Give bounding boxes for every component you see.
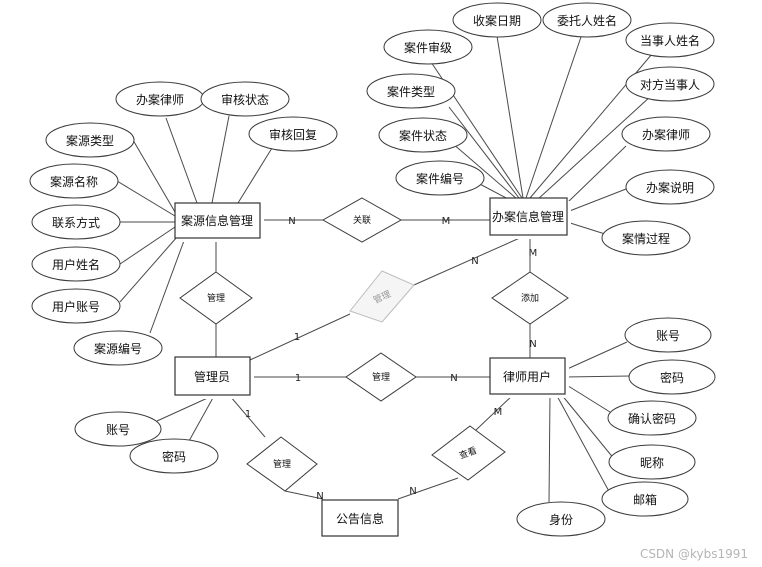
svg-text:办案律师: 办案律师 [642,127,690,142]
entity-notice: 公告信息 [321,499,402,540]
svg-text:联系方式: 联系方式 [52,215,100,230]
svg-text:用户账号: 用户账号 [52,299,100,314]
card-admin-lawyer: 1 [295,373,301,384]
attr-lawyer-nickname: 昵称 [608,444,696,480]
card-case-add: M [529,248,538,259]
svg-text:案源类型: 案源类型 [66,133,114,148]
svg-text:确认密码: 确认密码 [628,411,676,426]
card-lawyer-add: N [529,339,536,350]
svg-text:案件状态: 案件状态 [399,128,447,143]
svg-text:密码: 密码 [660,370,684,385]
svg-text:办案信息管理: 办案信息管理 [492,209,564,224]
svg-text:办案说明: 办案说明 [646,180,694,195]
relationship-manage-case: 管理 [349,270,415,323]
svg-text:办案律师: 办案律师 [136,92,184,107]
attr-admin-account: 账号 [74,411,162,447]
card-source-related: N [288,216,295,227]
attr-lawyer-identity: 身份 [516,501,606,537]
card-admin-notice: 1 [245,409,251,420]
card-lawyer-view: M [494,407,503,418]
attr-case-status: 案件状态 [378,117,468,153]
attr-user-account: 用户账号 [31,288,121,324]
card-notice-admin: N [316,491,323,502]
svg-text:案件审级: 案件审级 [404,40,452,55]
attr-client-name: 委托人姓名 [542,2,632,38]
svg-text:案源编号: 案源编号 [94,341,142,356]
watermark: CSDN @kybs1991 [639,547,748,561]
attr-receive-date: 收案日期 [452,2,542,38]
relationship-view: 查看 [431,425,506,481]
svg-text:审核状态: 审核状态 [221,92,269,107]
svg-text:管理: 管理 [207,292,225,304]
card-case-related: M [442,216,451,227]
svg-text:案源名称: 案源名称 [50,174,98,189]
entity-case-management: 办案信息管理 [489,197,571,239]
attr-case-type: 案件类型 [366,73,456,109]
svg-text:昵称: 昵称 [640,456,664,470]
attr-audit-reply: 审核回复 [248,116,338,152]
card-lawyer-admin: N [450,373,457,384]
attr-case-lawyer: 办案律师 [621,116,711,152]
svg-text:密码: 密码 [162,449,186,464]
attr-case-process: 案情过程 [601,220,691,256]
svg-text:当事人姓名: 当事人姓名 [640,33,700,48]
svg-text:案件类型: 案件类型 [387,84,435,99]
card-case-admin: N [471,256,478,267]
attr-user-name: 用户姓名 [31,246,121,282]
attr-lawyer-account: 账号 [624,317,712,353]
card-admin-case: 1 [294,332,300,343]
attr-case-description: 办案说明 [625,169,715,205]
attr-source-type: 案源类型 [45,122,135,158]
attr-source-name: 案源名称 [29,163,119,199]
svg-text:管理: 管理 [372,371,390,383]
svg-text:案源信息管理: 案源信息管理 [181,213,253,228]
svg-text:律师用户: 律师用户 [503,369,551,384]
card-notice-lawyer: N [409,486,416,497]
cardinality-labels: N M 1 N 1 N M N 1 N N M [245,216,538,502]
attr-case-level: 案件审级 [383,29,473,65]
svg-text:管理员: 管理员 [194,369,230,384]
relationship-manage-source: 管理 [179,271,253,325]
svg-text:公告信息: 公告信息 [336,511,384,526]
connector-lines [116,33,653,503]
entity-source-management: 案源信息管理 [174,202,264,242]
entity-lawyer-user: 律师用户 [489,357,569,398]
relationship-add: 添加 [491,271,569,325]
entity-admin: 管理员 [174,356,254,399]
attr-source-no: 案源编号 [73,330,163,366]
attr-admin-password: 密码 [129,438,219,474]
svg-text:添加: 添加 [521,293,539,304]
svg-text:身份: 身份 [549,512,573,527]
svg-text:案情过程: 案情过程 [622,231,670,246]
svg-text:邮箱: 邮箱 [633,492,657,507]
attr-audit-status: 审核状态 [200,81,290,117]
relationship-manage-lawyer: 管理 [345,352,417,402]
relationship-manage-notice: 管理 [246,436,318,492]
attr-lawyer-confirm-password: 确认密码 [607,400,697,436]
svg-text:账号: 账号 [656,329,680,343]
relationship-related: 关联 [321,197,403,243]
attr-lawyer-password: 密码 [628,359,716,395]
svg-text:收案日期: 收案日期 [473,13,521,28]
svg-text:管理: 管理 [273,458,291,470]
attr-contact: 联系方式 [31,204,121,240]
attr-source-lawyer: 办案律师 [115,81,205,117]
svg-text:关联: 关联 [353,214,371,226]
attr-case-no: 案件编号 [395,160,485,196]
svg-text:委托人姓名: 委托人姓名 [557,13,617,28]
attr-lawyer-email: 邮箱 [601,481,689,517]
svg-text:案件编号: 案件编号 [416,171,464,186]
svg-text:账号: 账号 [106,423,130,437]
svg-text:审核回复: 审核回复 [269,127,317,142]
svg-text:用户姓名: 用户姓名 [52,257,100,272]
attr-opposite-party: 对方当事人 [625,66,715,102]
attr-party-name: 当事人姓名 [625,22,715,58]
svg-text:对方当事人: 对方当事人 [640,77,700,92]
